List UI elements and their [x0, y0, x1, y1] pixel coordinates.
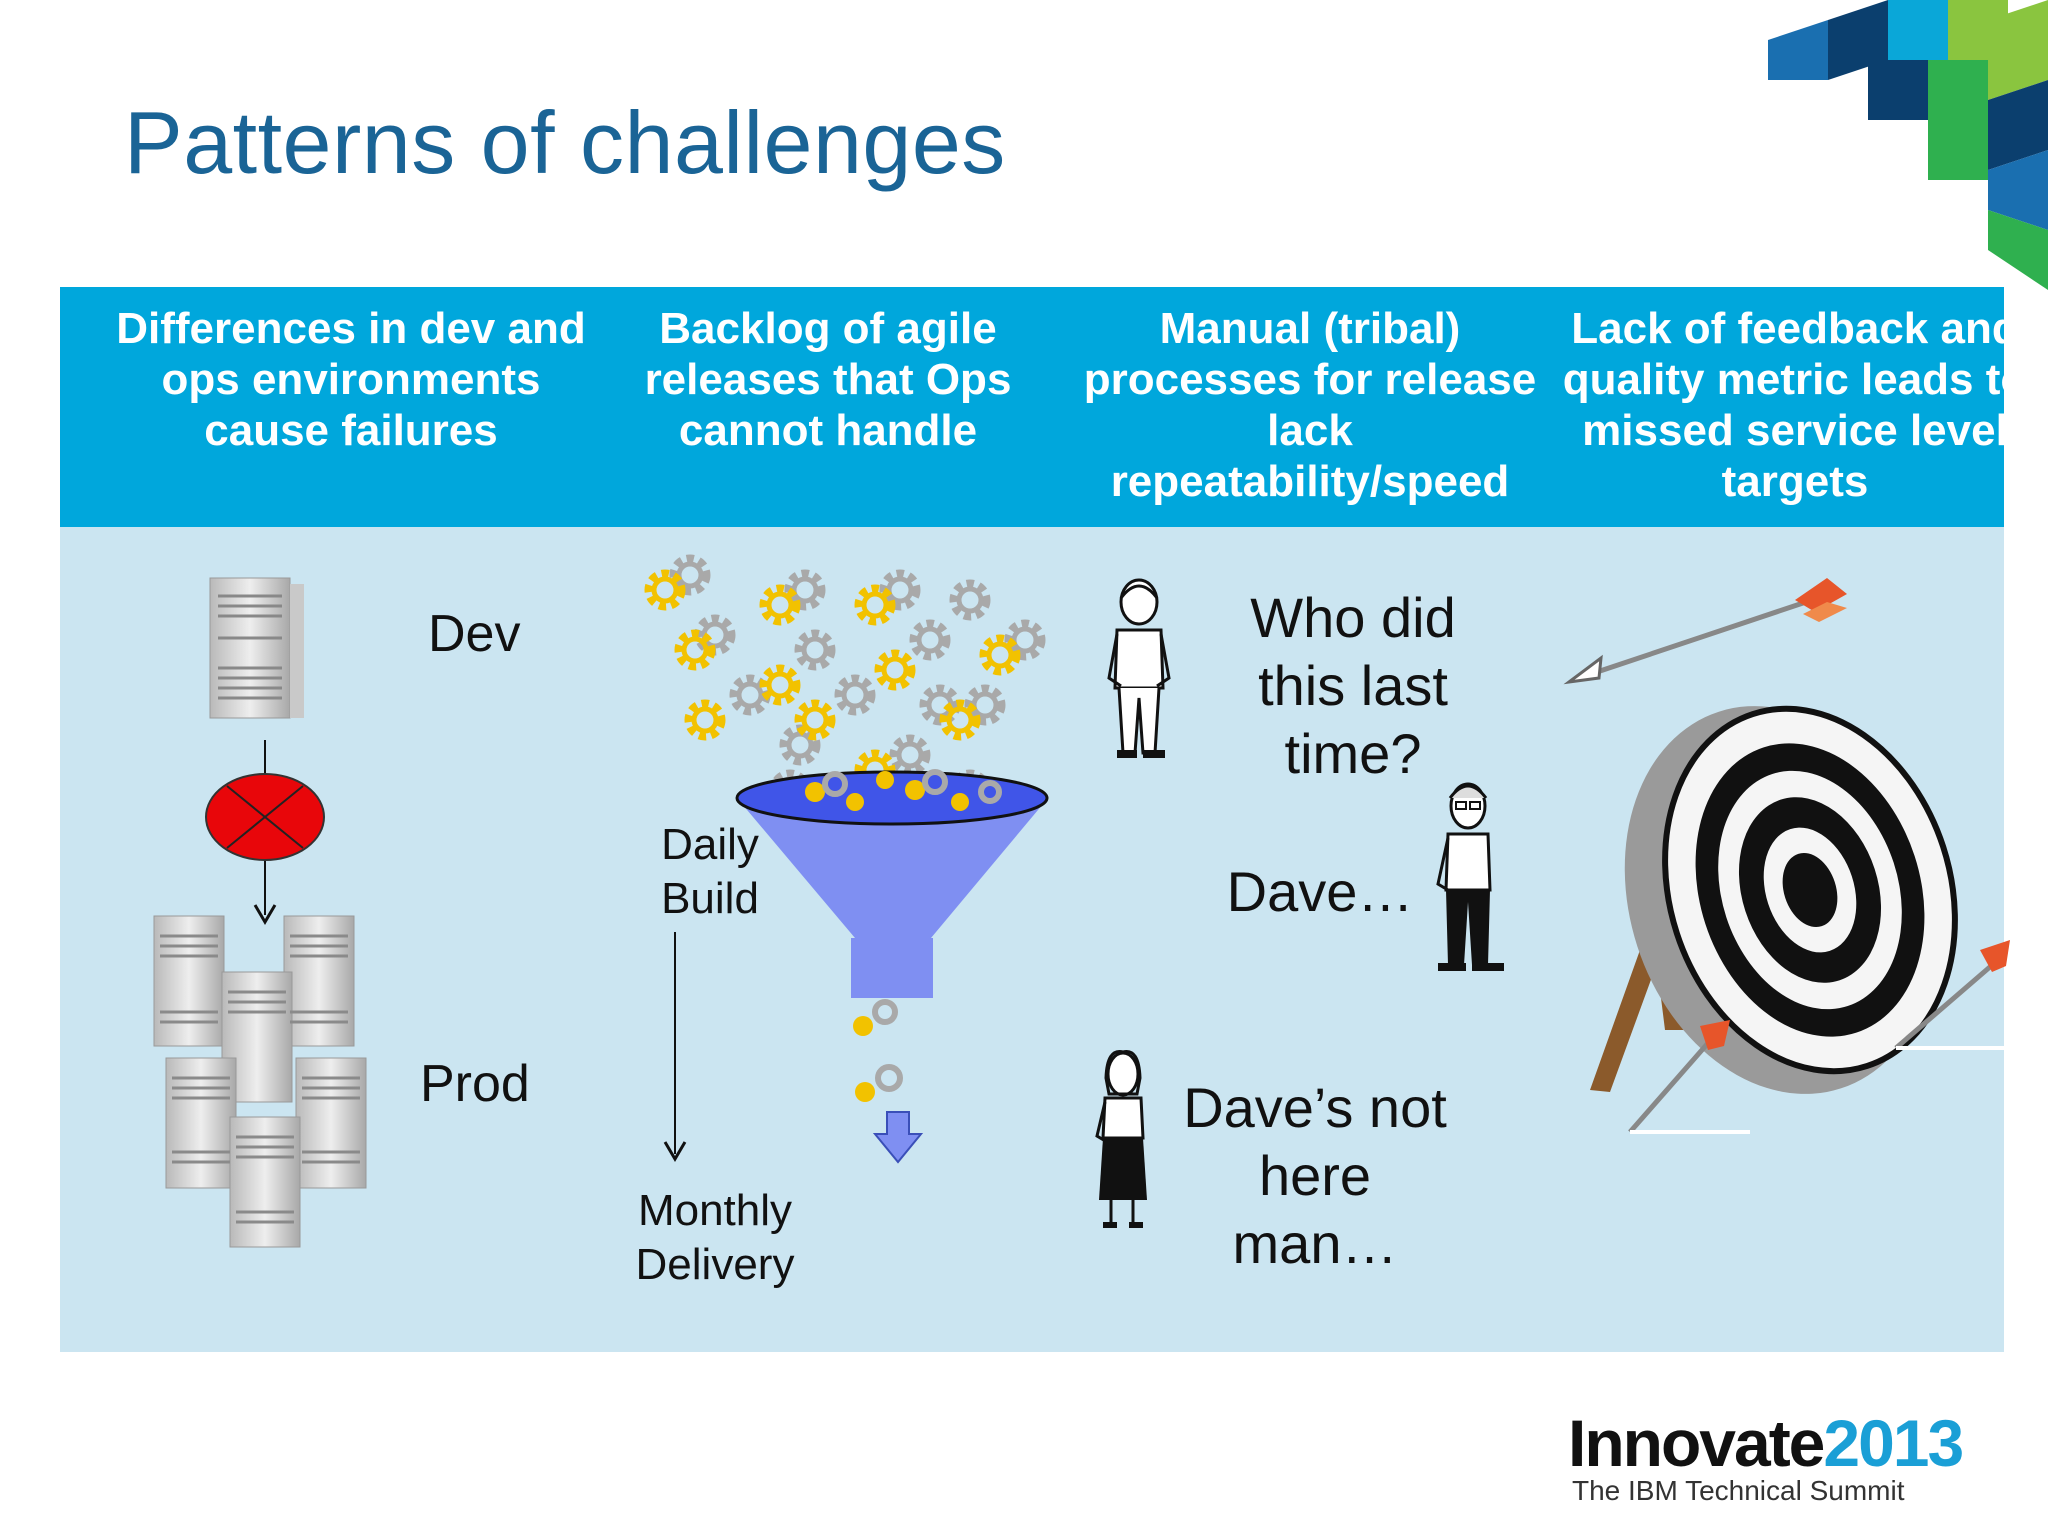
question-text: Who did this last time? — [1250, 586, 1456, 785]
column-header-1: Differences in dev and ops environments … — [116, 304, 586, 455]
missed-arrow-icon — [1563, 578, 1847, 685]
column-header-2: Backlog of agile releases that Ops canno… — [644, 304, 1012, 455]
failure-x-icon — [205, 773, 325, 861]
dev-label: Dev — [428, 605, 521, 663]
archery-target-icon — [1590, 705, 1958, 1094]
column-header-4: Lack of feedback and quality metric lead… — [1562, 304, 2028, 506]
logo-wordmark: Innovate2013 — [1568, 1405, 1964, 1481]
logo-name: Innovate — [1568, 1406, 1825, 1480]
funnel-icon — [735, 769, 1049, 998]
dave-figure-icon — [1436, 782, 1504, 971]
falling-gears-icon — [853, 999, 903, 1102]
dev-server-icon — [209, 577, 304, 719]
monthly-delivery-label: Monthly Delivery — [635, 1186, 795, 1289]
prod-server-cluster-icon — [153, 915, 367, 1248]
prod-label: Prod — [420, 1055, 530, 1113]
daily-build-label: Daily Build — [661, 820, 759, 923]
logo-subtitle: The IBM Technical Summit — [1572, 1475, 1905, 1506]
woman-figure-icon — [1095, 1050, 1147, 1228]
down-arrow-icon — [872, 1111, 924, 1164]
slide-title: Patterns of challenges — [124, 93, 1006, 192]
corner-decoration — [1768, 0, 2048, 290]
build-to-delivery-arrow — [663, 932, 687, 1162]
man-figure-icon — [1107, 578, 1171, 758]
ground-arrow-left-icon — [1628, 1020, 1750, 1134]
innovate-logo: Innovate2013 The IBM Technical Summit — [1568, 1405, 1964, 1507]
ground-arrow-right-icon — [1894, 940, 2018, 1050]
answer-dave-text: Dave… — [1226, 860, 1414, 923]
logo-year: 2013 — [1823, 1406, 1964, 1480]
header-band: Differences in dev and ops environments … — [60, 287, 2027, 527]
column-header-3: Manual (tribal) processes for release la… — [1083, 304, 1537, 506]
answer-not-here-text: Dave’s not here man… — [1183, 1076, 1447, 1275]
